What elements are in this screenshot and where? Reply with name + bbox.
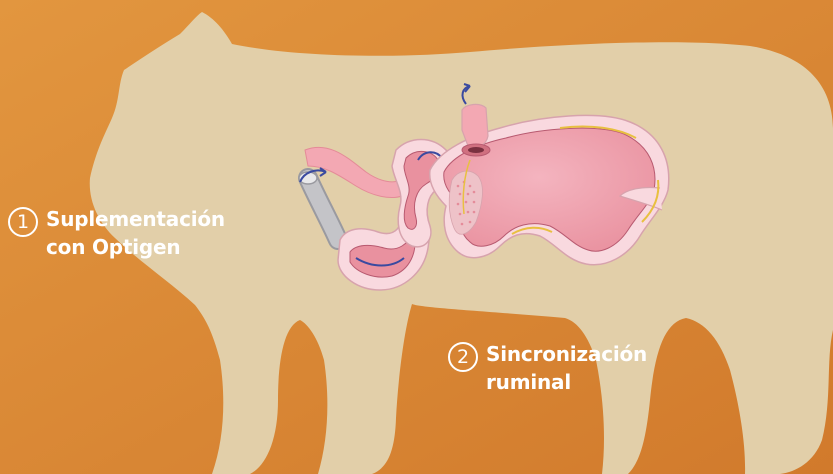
- step-1-line-1: Suplementación: [46, 205, 225, 233]
- step-label-text: Suplementación con Optigen: [46, 205, 225, 261]
- step-2-line-2: ruminal: [486, 368, 647, 396]
- step-label-1: 1 Suplementación con Optigen: [8, 205, 225, 261]
- step-label-2: 2 Sincronización ruminal: [448, 340, 647, 396]
- step-number-badge: 2: [448, 342, 478, 372]
- step-2-line-1: Sincronización: [486, 340, 647, 368]
- step-1-line-2: con Optigen: [46, 233, 225, 261]
- step-number-badge: 1: [8, 207, 38, 237]
- step-label-text: Sincronización ruminal: [486, 340, 647, 396]
